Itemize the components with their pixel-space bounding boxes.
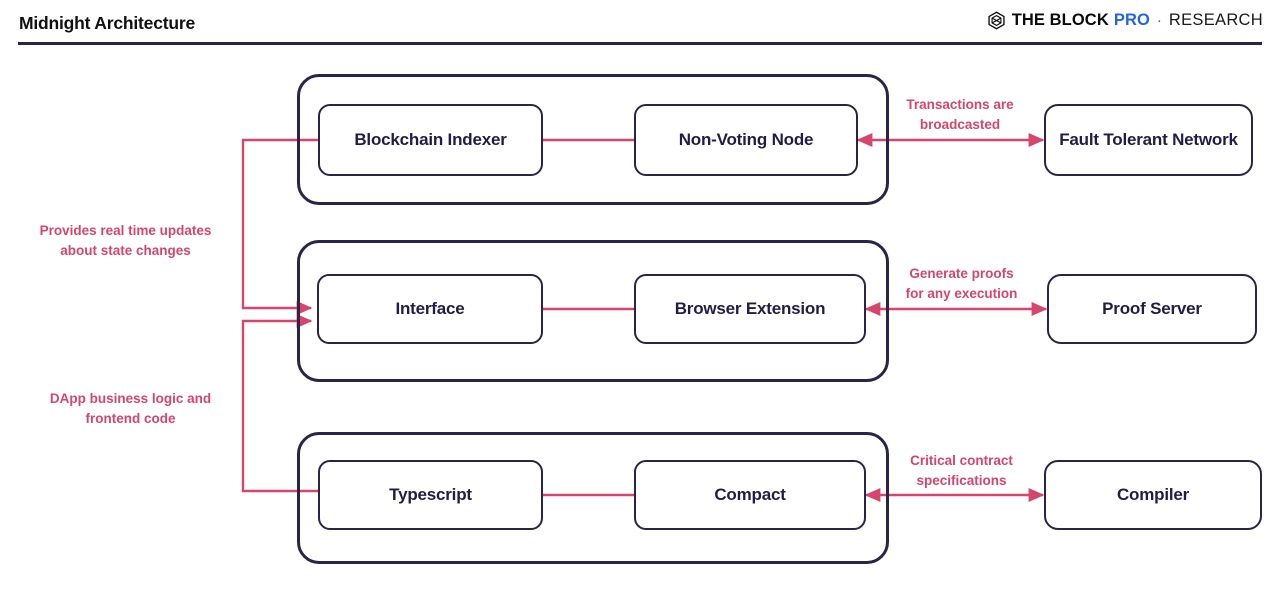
annotation-dapp-business-logic: DApp business logic and frontend code — [49, 391, 212, 426]
annotation-transactions-broadcasted: Transactions are broadcasted — [906, 97, 1014, 132]
node-interface[interactable]: Interface — [317, 274, 543, 344]
page-header: Midnight Architecture THE BLOCK PRO · RE… — [0, 0, 1279, 45]
brand-logo: THE BLOCK PRO · RESEARCH — [987, 11, 1263, 30]
architecture-diagram: Blockchain Indexer Non-Voting Node Inter… — [0, 44, 1279, 603]
connector-typescript-to-interface — [241, 314, 318, 493]
node-fault-tolerant-network[interactable]: Fault Tolerant Network — [1044, 104, 1253, 176]
node-blockchain-indexer[interactable]: Blockchain Indexer — [318, 104, 543, 176]
node-non-voting-node[interactable]: Non-Voting Node — [634, 104, 858, 176]
brand-separator: · — [1156, 12, 1162, 29]
node-browser-extension[interactable]: Browser Extension — [634, 274, 866, 344]
hexagon-cube-logo-icon — [987, 11, 1006, 30]
node-proof-server[interactable]: Proof Server — [1047, 274, 1257, 344]
brand-research-text: RESEARCH — [1168, 11, 1263, 29]
brand-the-block-text: THE BLOCK — [1011, 11, 1109, 29]
brand-pro-text: PRO — [1113, 11, 1150, 29]
header-divider — [18, 42, 1262, 45]
annotation-realtime-updates: Provides real time updates about state c… — [39, 223, 212, 258]
annotation-generate-proofs: Generate proofs for any execution — [905, 266, 1018, 301]
group-contract-layer — [297, 432, 889, 564]
node-typescript[interactable]: Typescript — [318, 460, 543, 530]
connector-indexer-to-interface — [241, 138, 318, 315]
node-compiler[interactable]: Compiler — [1044, 460, 1262, 530]
page-title: Midnight Architecture — [19, 13, 195, 33]
group-dapp-layer — [297, 240, 889, 382]
node-compact[interactable]: Compact — [634, 460, 866, 530]
group-node-layer — [297, 74, 889, 205]
annotation-critical-contract-specifications: Critical contract specifications — [910, 453, 1013, 488]
